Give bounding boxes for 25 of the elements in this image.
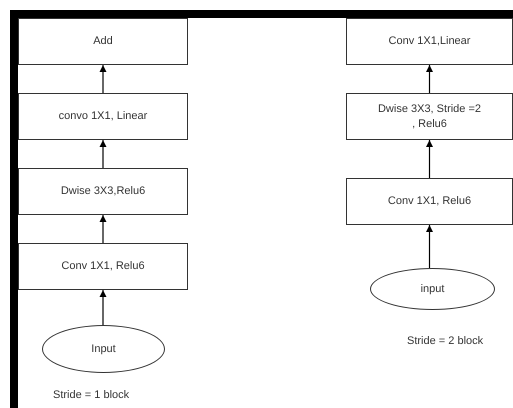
node-label: input [420,282,444,296]
arrow [426,140,433,178]
process-box [18,93,188,140]
arrow [100,65,106,93]
arrow [100,290,106,325]
process-box [18,243,188,290]
node-label: Conv 1X1,Linear [388,34,470,49]
block-caption: Stride = 2 block [407,335,484,347]
node-label: Conv 1X1, Relu6 [61,259,145,274]
node-label: Add [93,34,113,49]
node-label: Conv 1X1, Relu6 [388,194,472,209]
process-box [346,18,513,65]
node-label: Dwise 3X3,Relu6 [60,184,146,199]
arrow [100,215,106,243]
arrow [426,65,433,93]
process-box [18,18,188,65]
process-box [18,168,188,215]
arrow [100,140,106,168]
block-caption: Stride = 1 block [53,389,130,401]
node-label: Input [91,342,116,356]
process-box [346,93,513,140]
arrow [426,225,433,268]
node-label: convo 1X1, Linear [58,109,148,124]
node-label: Dwise 3X3, Stride =2 , Relu6 [377,102,482,131]
process-box [346,178,513,225]
